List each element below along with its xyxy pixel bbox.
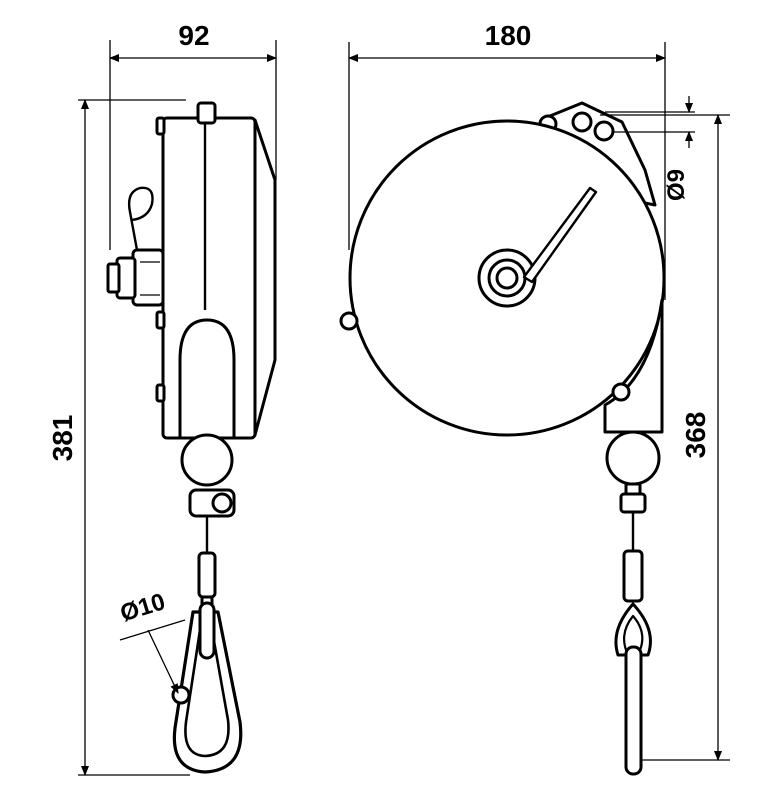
- dim-hook-diameter: Ø10: [117, 588, 168, 627]
- dim-front-height: 368: [680, 412, 711, 459]
- dim-hole-diameter: Ø9: [663, 169, 690, 201]
- front-view: [339, 101, 666, 776]
- dim-side-height: 381: [47, 415, 78, 462]
- dim-front-width: 180: [485, 20, 532, 51]
- dimension-lines: [78, 40, 730, 776]
- dim-side-width: 92: [178, 20, 209, 51]
- side-view: [106, 101, 277, 774]
